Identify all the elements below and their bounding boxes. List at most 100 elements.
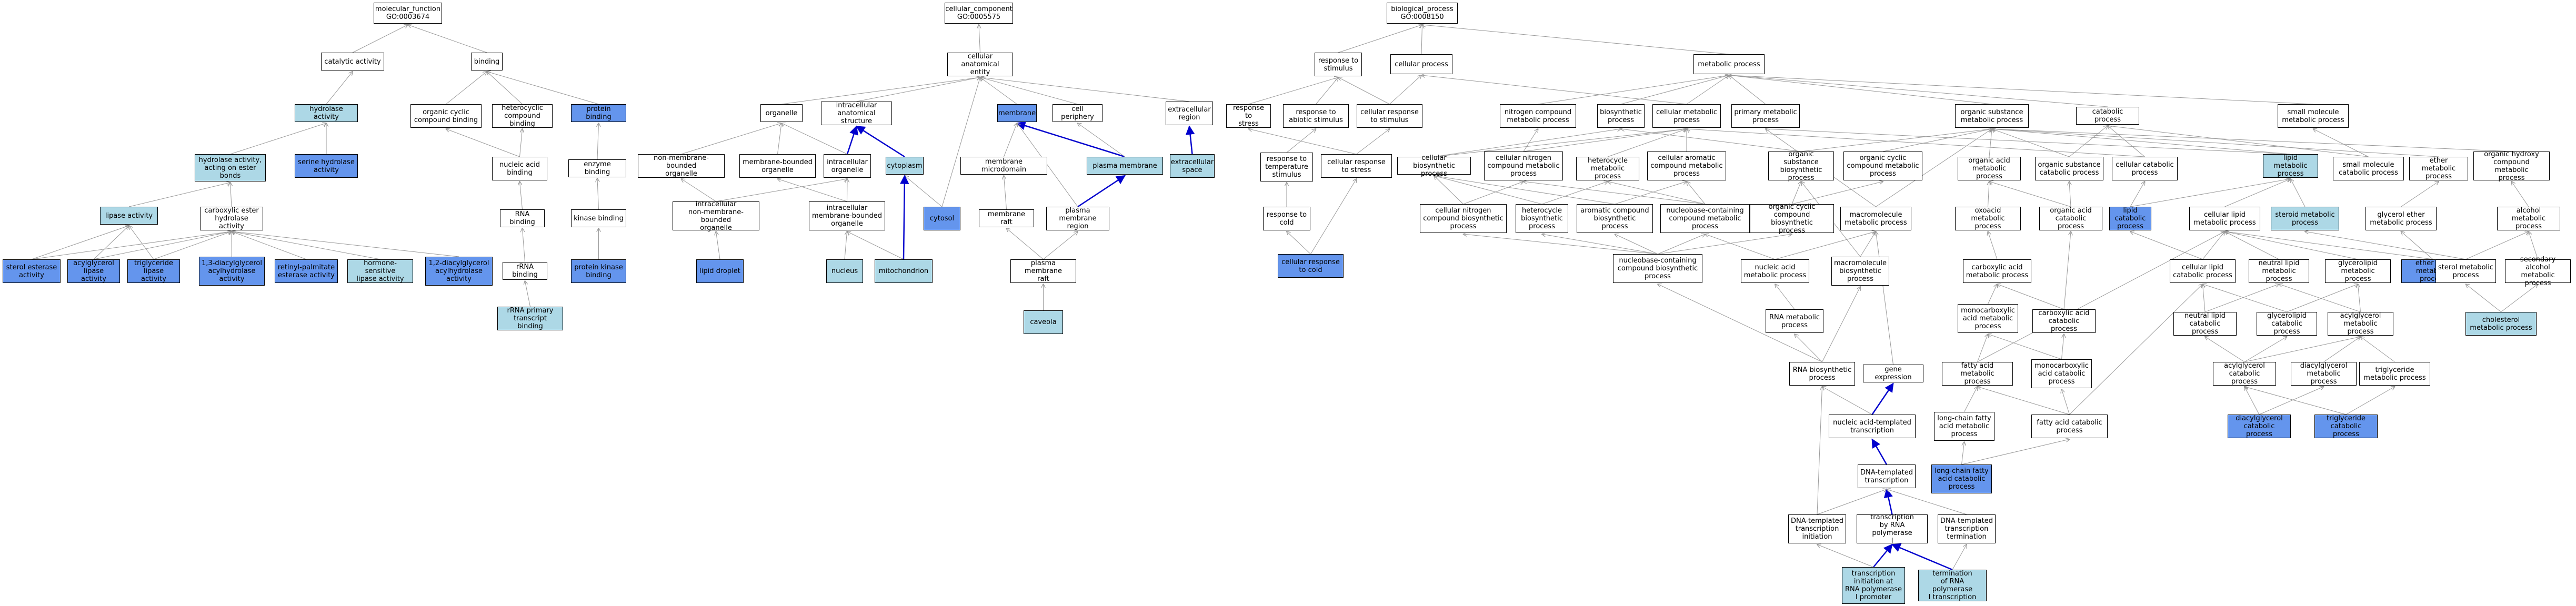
edge-org-subst-catab-to-catabolic bbox=[2069, 126, 2108, 157]
edge-nucacid-met-to-nucbase-met bbox=[1705, 234, 1776, 260]
edge-intracell-org-to-organelle bbox=[781, 123, 848, 155]
edge-nucbase-biosyn-to-arom-biosyn bbox=[1615, 234, 1658, 255]
edge-hydrolase-to-catalytic bbox=[326, 72, 353, 105]
go-term-monocarbox-catab: monocarboxylic acid catabolic process bbox=[2031, 359, 2092, 388]
edge-carbox-met-to-oxoacid-met bbox=[1988, 231, 1998, 260]
go-term-resp-cold: response to cold bbox=[1263, 207, 1310, 230]
go-term-anat-entity: cellular anatomical entity bbox=[947, 53, 1013, 76]
edge-acylglycerol-met-to-glycerolipid-met bbox=[2358, 284, 2361, 312]
go-term-sterol-esterase: sterol esterase activity bbox=[3, 259, 61, 283]
edge-cell-resp-stim-to-cell-proc bbox=[1389, 75, 1422, 105]
edge-ether-lipid-met-to-cell-lipid-met bbox=[2225, 231, 2433, 260]
go-term-glycerol-ether-met: glycerol ether metabolic process bbox=[2365, 207, 2437, 230]
go-term-biosynth: biosynthetic process bbox=[1597, 104, 1645, 128]
edge-acylglycerol-lipase-to-lipase bbox=[93, 226, 129, 260]
go-term-nucacid-bind: nucleic acid binding bbox=[492, 157, 547, 180]
go-term-carbox-ester: carboxylic ester hydrolase activity bbox=[200, 207, 263, 230]
edge-glycerol-ether-met-to-ether-met bbox=[2401, 181, 2439, 207]
edge-nucleus-to-intracell-mem bbox=[844, 231, 847, 260]
go-term-lcfa-met: long-chain fatty acid metabolic process bbox=[1934, 412, 1994, 441]
edge-tg-catab-to-acylglycerol-catab bbox=[2244, 387, 2347, 415]
go-term-acylglycerol-lipase: acylglycerol lipase activity bbox=[67, 259, 120, 283]
edge-org-subst-biosyn-to-biosynth bbox=[1621, 129, 1801, 152]
edge-term-pol1-to-tx-rnapol1 bbox=[1891, 543, 1953, 571]
edge-cell-resp-stress-to-resp-stress bbox=[1249, 129, 1357, 155]
edge-acylglycerol-met-to-neutral-lipid-met bbox=[2279, 284, 2361, 312]
edge-sterol-esterase-to-lipase bbox=[31, 226, 129, 260]
go-term-tx-rnapol1: transcription by RNA polymerase I bbox=[1857, 513, 1928, 545]
edge-plasma-membrane-to-cell-periphery bbox=[1078, 123, 1125, 157]
edge-nucbase-met-to-het-met bbox=[1608, 181, 1706, 205]
go-term-cytoplasm: cytoplasm bbox=[886, 157, 924, 175]
edge-cell-lipid-met-to-lipid-met bbox=[2224, 179, 2291, 207]
edge-mitochondrion-to-intracell-mem bbox=[847, 231, 904, 260]
edge-membrane-to-anat-entity bbox=[980, 77, 1017, 105]
edge-cell-nitrogen-met-to-nitrogen-met bbox=[1523, 129, 1538, 152]
edge-macromol-biosyn-to-macromol-met bbox=[1860, 231, 1876, 257]
go-term-mem-microdomain: membrane microdomain bbox=[960, 157, 1047, 175]
edge-sterol-esterase-to-carbox-ester bbox=[31, 231, 232, 260]
edge-nucbase-biosyn-to-cell-nitrogen-biosyn bbox=[1464, 234, 1658, 255]
go-term-dag-met: diacylglycerol metabolic process bbox=[2291, 362, 2357, 386]
go-term-lcfa-catab: long-chain fatty acid catabolic process bbox=[1931, 464, 1992, 493]
edge-cell-periphery-to-anat-entity bbox=[980, 77, 1078, 105]
go-term-kinase-bind: kinase binding bbox=[571, 209, 626, 227]
edge-rna-bind-to-nucacid-bind bbox=[520, 181, 523, 210]
go-term-neutral-lipid-catab: neutral lipid catabolic process bbox=[2173, 312, 2237, 336]
edge-fatty-acid-catab-to-monocarbox-catab bbox=[2062, 389, 2070, 415]
edge-fatty-acid-catab-to-fatty-acid-met bbox=[1978, 387, 2070, 415]
edge-tg-catab-to-tg-met bbox=[2346, 387, 2395, 415]
go-term-caveola: caveola bbox=[1024, 310, 1063, 334]
go-term-intracell-org: intracellular organelle bbox=[824, 154, 871, 178]
edge-het-bind-to-binding bbox=[487, 72, 523, 105]
go-term-tx-init-pol1: transcription initiation at RNA polymera… bbox=[1842, 567, 1905, 604]
go-term-acylglycerol-catab: acylglycerol catabolic process bbox=[2213, 362, 2276, 386]
edge-catalytic-to-mf bbox=[352, 25, 408, 53]
go-term-tg-catab: triglyceride catabolic process bbox=[2314, 415, 2378, 438]
edge-retinyl-to-carbox-ester bbox=[232, 231, 307, 260]
edge-monocarbox-met-to-carbox-met bbox=[1988, 284, 1998, 305]
go-term-cell-resp-stress: cellular response to stress bbox=[1321, 154, 1392, 178]
go-term-macromol-biosyn: macromolecule biosynthetic process bbox=[1831, 257, 1889, 286]
go-term-cell-resp-cold: cellular response to cold bbox=[1278, 254, 1344, 278]
edge-lipid-droplet-to-intracell-nonmem bbox=[716, 231, 720, 260]
edge-cell-resp-stress-to-cell-resp-stim bbox=[1356, 129, 1390, 155]
edge-dna-tx-init-to-dna-transcription bbox=[1817, 489, 1887, 515]
edge-small-mol-met-to-met-proc bbox=[1729, 75, 2313, 105]
go-term-cell-lipid-met: cellular lipid metabolic process bbox=[2189, 207, 2260, 230]
edge-kinase-bind-to-enzyme-bind bbox=[597, 178, 599, 210]
edge-pm-raft-to-pm-region bbox=[1043, 231, 1078, 260]
edge-het-biosyn-to-het-met bbox=[1541, 181, 1608, 205]
edge-org-subst-catab-to-org-subst-met bbox=[1992, 129, 2070, 157]
edge-nucbase-biosyn-to-org-cyc-biosyn bbox=[1657, 234, 1792, 255]
go-term-steroid-met: steroid metabolic process bbox=[2271, 207, 2339, 230]
edge-mem-microdomain-to-membrane bbox=[1004, 123, 1017, 157]
go-term-mitochondrion: mitochondrion bbox=[875, 259, 933, 283]
go-term-rna-met: RNA metabolic process bbox=[1766, 309, 1823, 333]
go-term-macromol-met: macromolecule metabolic process bbox=[1840, 207, 1911, 230]
edge-org-subst-met-to-met-proc bbox=[1729, 75, 1992, 105]
edge-nucbase-met-to-cell-nitrogen-met bbox=[1523, 181, 1706, 205]
edge-cholesterol-met-to-sterol-met bbox=[2466, 284, 2501, 312]
go-term-cytosol: cytosol bbox=[924, 207, 960, 230]
edge-prot-bind-to-binding bbox=[487, 72, 599, 105]
edge-steroid-met-to-lipid-met bbox=[2291, 179, 2306, 207]
go-term-org-subst-biosyn: organic substance biosynthetic process bbox=[1768, 150, 1834, 182]
go-term-mem-raft: membrane raft bbox=[979, 209, 1034, 227]
edge-catabolic-to-met-proc bbox=[1729, 75, 2108, 107]
edge-ether-met-to-org-subst-met bbox=[1992, 129, 2439, 157]
edge-lipid-catab-to-lipid-met bbox=[2130, 179, 2291, 207]
go-term-rna-bind: RNA binding bbox=[500, 209, 545, 227]
edge-triglyceride-lipase-to-lipase bbox=[129, 226, 154, 260]
edge-cytosol-to-cytoplasm bbox=[905, 176, 943, 207]
edge-binding-to-mf bbox=[408, 25, 487, 53]
go-term-intracell-nonmem: intracellular non-membrane-bounded organ… bbox=[673, 200, 759, 232]
edge-org-hydroxy-met-to-org-subst-met bbox=[1992, 129, 2512, 152]
go-term-resp-stress: response to stress bbox=[1226, 104, 1271, 128]
go-term-glycerolipid-met: glycerolipid metabolic process bbox=[2325, 259, 2391, 283]
edge-fatty-acid-catab-to-cell-lipid-catab bbox=[2069, 284, 2203, 415]
go-term-org-cyc-biosyn: organic cyclic compound biosynthetic pro… bbox=[1750, 203, 1834, 235]
go-term-cholesterol-met: cholesterol metabolic process bbox=[2465, 312, 2537, 336]
